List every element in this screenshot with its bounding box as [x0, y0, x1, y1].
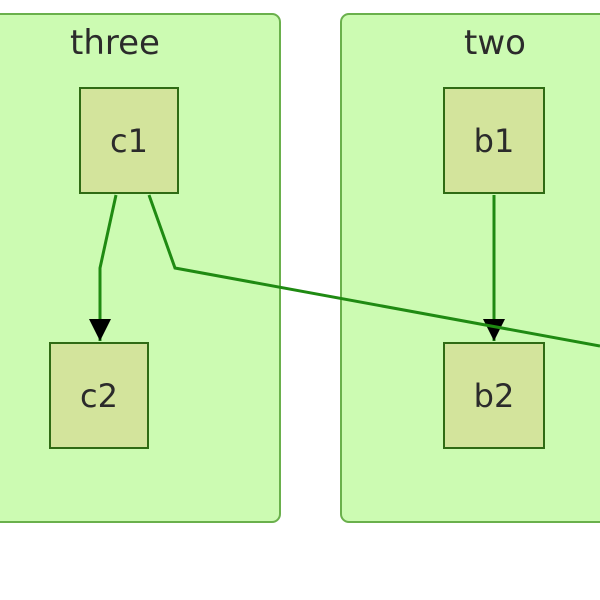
edge-c1-c2 — [89, 194, 118, 341]
node-c2[interactable]: c2 — [49, 342, 149, 449]
node-b1[interactable]: b1 — [443, 87, 545, 194]
node-b2-box[interactable] — [443, 342, 545, 449]
node-c1-label: c1 — [110, 122, 148, 160]
node-b2[interactable]: b2 — [443, 342, 545, 449]
subgraph-two-title: two — [464, 23, 526, 63]
node-b1-box[interactable] — [443, 87, 545, 194]
node-b1-label: b1 — [474, 122, 515, 160]
edge-c1-offscreen — [147, 194, 600, 348]
edges — [89, 194, 600, 348]
node-c2-label: c2 — [80, 377, 118, 415]
node-c2-box[interactable] — [49, 342, 149, 449]
node-b2-label: b2 — [474, 377, 515, 415]
node-c1-box[interactable] — [79, 87, 179, 194]
node-c1[interactable]: c1 — [79, 87, 179, 194]
subgraph-three-title: three — [70, 23, 160, 63]
